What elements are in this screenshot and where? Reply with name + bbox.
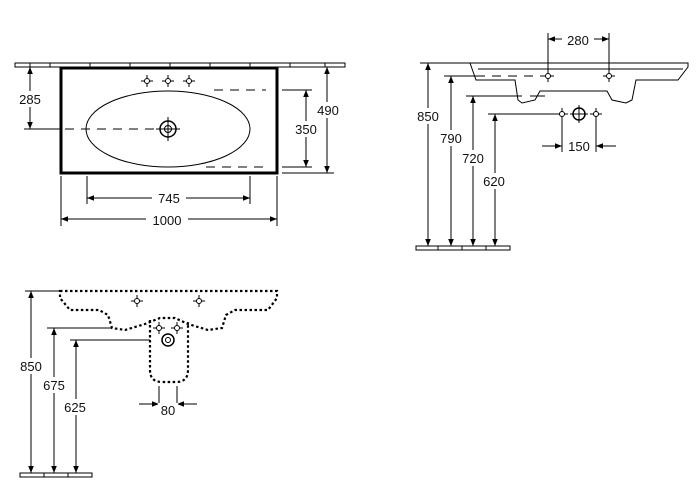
- valve-icons: [555, 105, 603, 123]
- dimension-80: 80: [139, 386, 197, 418]
- dimension-720: 720: [458, 95, 522, 246]
- dim-80-label: 80: [161, 403, 175, 418]
- dim-280-label: 280: [567, 33, 589, 48]
- valve-center-icon: [570, 105, 588, 123]
- dimension-1000: 1000: [60, 176, 278, 228]
- dimension-490: 490: [282, 67, 343, 174]
- dim-675-label: 675: [43, 378, 65, 393]
- drain-icon: [156, 117, 180, 141]
- basin-outline: [59, 66, 279, 175]
- dimension-745: 745: [86, 176, 251, 206]
- dim-490-label: 490: [317, 103, 339, 118]
- side-view: 280 850 790 720 620: [413, 32, 689, 251]
- top-view: 285 350 490 745: [14, 62, 346, 228]
- dimension-280: 280: [547, 32, 610, 70]
- side-tap-icons: [541, 69, 616, 83]
- dimension-side-850: 850: [413, 63, 443, 246]
- front-view-floor: [19, 472, 93, 478]
- dim-620-label: 620: [483, 174, 505, 189]
- dim-790-label: 790: [440, 131, 462, 146]
- dimension-620: 620: [480, 113, 556, 246]
- pipe-connection-icons: [152, 321, 184, 347]
- top-view-wall: [14, 62, 346, 68]
- front-tap-icons: [130, 294, 206, 308]
- dim-720-label: 720: [462, 151, 484, 166]
- dim-350-label: 350: [295, 122, 317, 137]
- dimension-285: 285: [14, 67, 62, 130]
- dimension-625: 625: [60, 339, 150, 473]
- dim-150-label: 150: [568, 139, 590, 154]
- dimension-150: 150: [542, 120, 616, 154]
- dimension-front-850: 850: [16, 291, 46, 473]
- basin-front-profile: [58, 289, 279, 332]
- pipe-outline: [148, 320, 190, 384]
- dim-1000-label: 1000: [153, 213, 182, 228]
- dimension-790: 790: [436, 75, 476, 246]
- pipe-drain-icon: [161, 333, 175, 347]
- dimension-675: 675: [39, 327, 112, 473]
- dim-745-label: 745: [158, 191, 180, 206]
- dim-625-label: 625: [64, 400, 86, 415]
- dim-side-850-label: 850: [417, 109, 439, 124]
- tap-hole-icons: [140, 74, 196, 88]
- centre-lines: [65, 89, 266, 168]
- basin-side-profile: [469, 62, 689, 104]
- dim-front-850-label: 850: [20, 359, 42, 374]
- front-view: 850 675 625 80: [16, 289, 279, 478]
- dim-285-label: 285: [19, 92, 41, 107]
- dimension-350: 350: [282, 89, 322, 168]
- side-view-floor: [415, 245, 511, 251]
